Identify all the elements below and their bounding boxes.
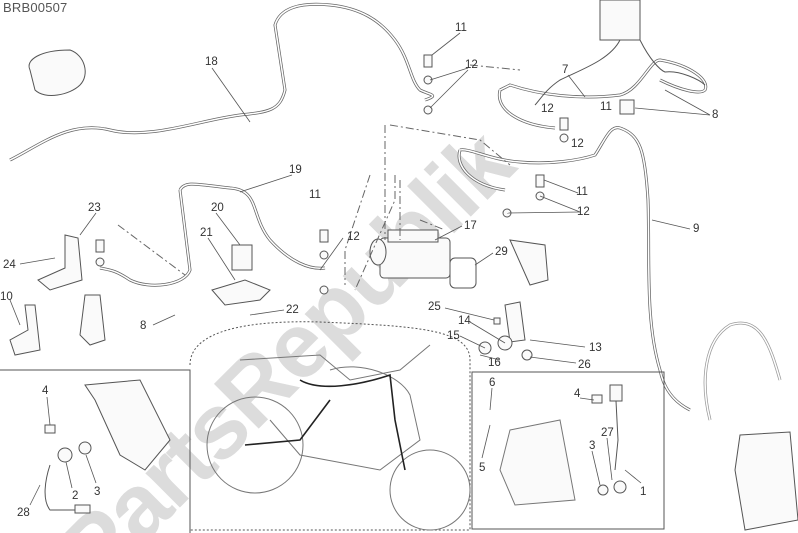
- part-callout-26: 26: [578, 359, 591, 371]
- part-callout-12: 12: [347, 231, 360, 243]
- part-callout-23: 23: [88, 202, 101, 214]
- part-callout-2: 2: [72, 490, 79, 502]
- part-callout-11: 11: [455, 22, 467, 34]
- part-callout-17: 17: [464, 220, 477, 232]
- part-callout-4: 4: [574, 388, 581, 400]
- part-callout-27: 27: [601, 427, 614, 439]
- part-callout-18: 18: [205, 56, 218, 68]
- part-callout-6: 6: [489, 377, 496, 389]
- part-callout-5: 5: [479, 462, 486, 474]
- part-callout-7: 7: [562, 64, 569, 76]
- part-callout-12: 12: [571, 138, 584, 150]
- part-callout-24: 24: [3, 259, 16, 271]
- part-callout-11: 11: [309, 189, 321, 201]
- part-callout-11: 11: [600, 101, 612, 113]
- part-callout-11: 11: [576, 186, 588, 198]
- part-callout-10: 10: [0, 291, 13, 303]
- part-callout-3: 3: [589, 440, 596, 452]
- part-callout-20: 20: [211, 202, 224, 214]
- part-callout-1: 1: [640, 486, 647, 498]
- part-callout-16: 16: [488, 357, 501, 369]
- part-callout-21: 21: [200, 227, 213, 239]
- part-callout-8: 8: [712, 109, 719, 121]
- part-callout-14: 14: [458, 315, 471, 327]
- part-callout-12: 12: [465, 59, 478, 71]
- part-callout-28: 28: [17, 507, 30, 519]
- part-callout-15: 15: [447, 330, 460, 342]
- part-callout-3: 3: [94, 486, 101, 498]
- part-callout-22: 22: [286, 304, 299, 316]
- part-callout-9: 9: [693, 223, 700, 235]
- part-callout-25: 25: [428, 301, 441, 313]
- diagram-code: BRB00507: [3, 0, 68, 15]
- part-callout-29: 29: [495, 246, 508, 258]
- part-callout-12: 12: [541, 103, 554, 115]
- part-callout-8: 8: [140, 320, 147, 332]
- part-callout-12: 12: [577, 206, 590, 218]
- part-callout-19: 19: [289, 164, 302, 176]
- part-callout-13: 13: [589, 342, 602, 354]
- part-callout-4: 4: [42, 385, 49, 397]
